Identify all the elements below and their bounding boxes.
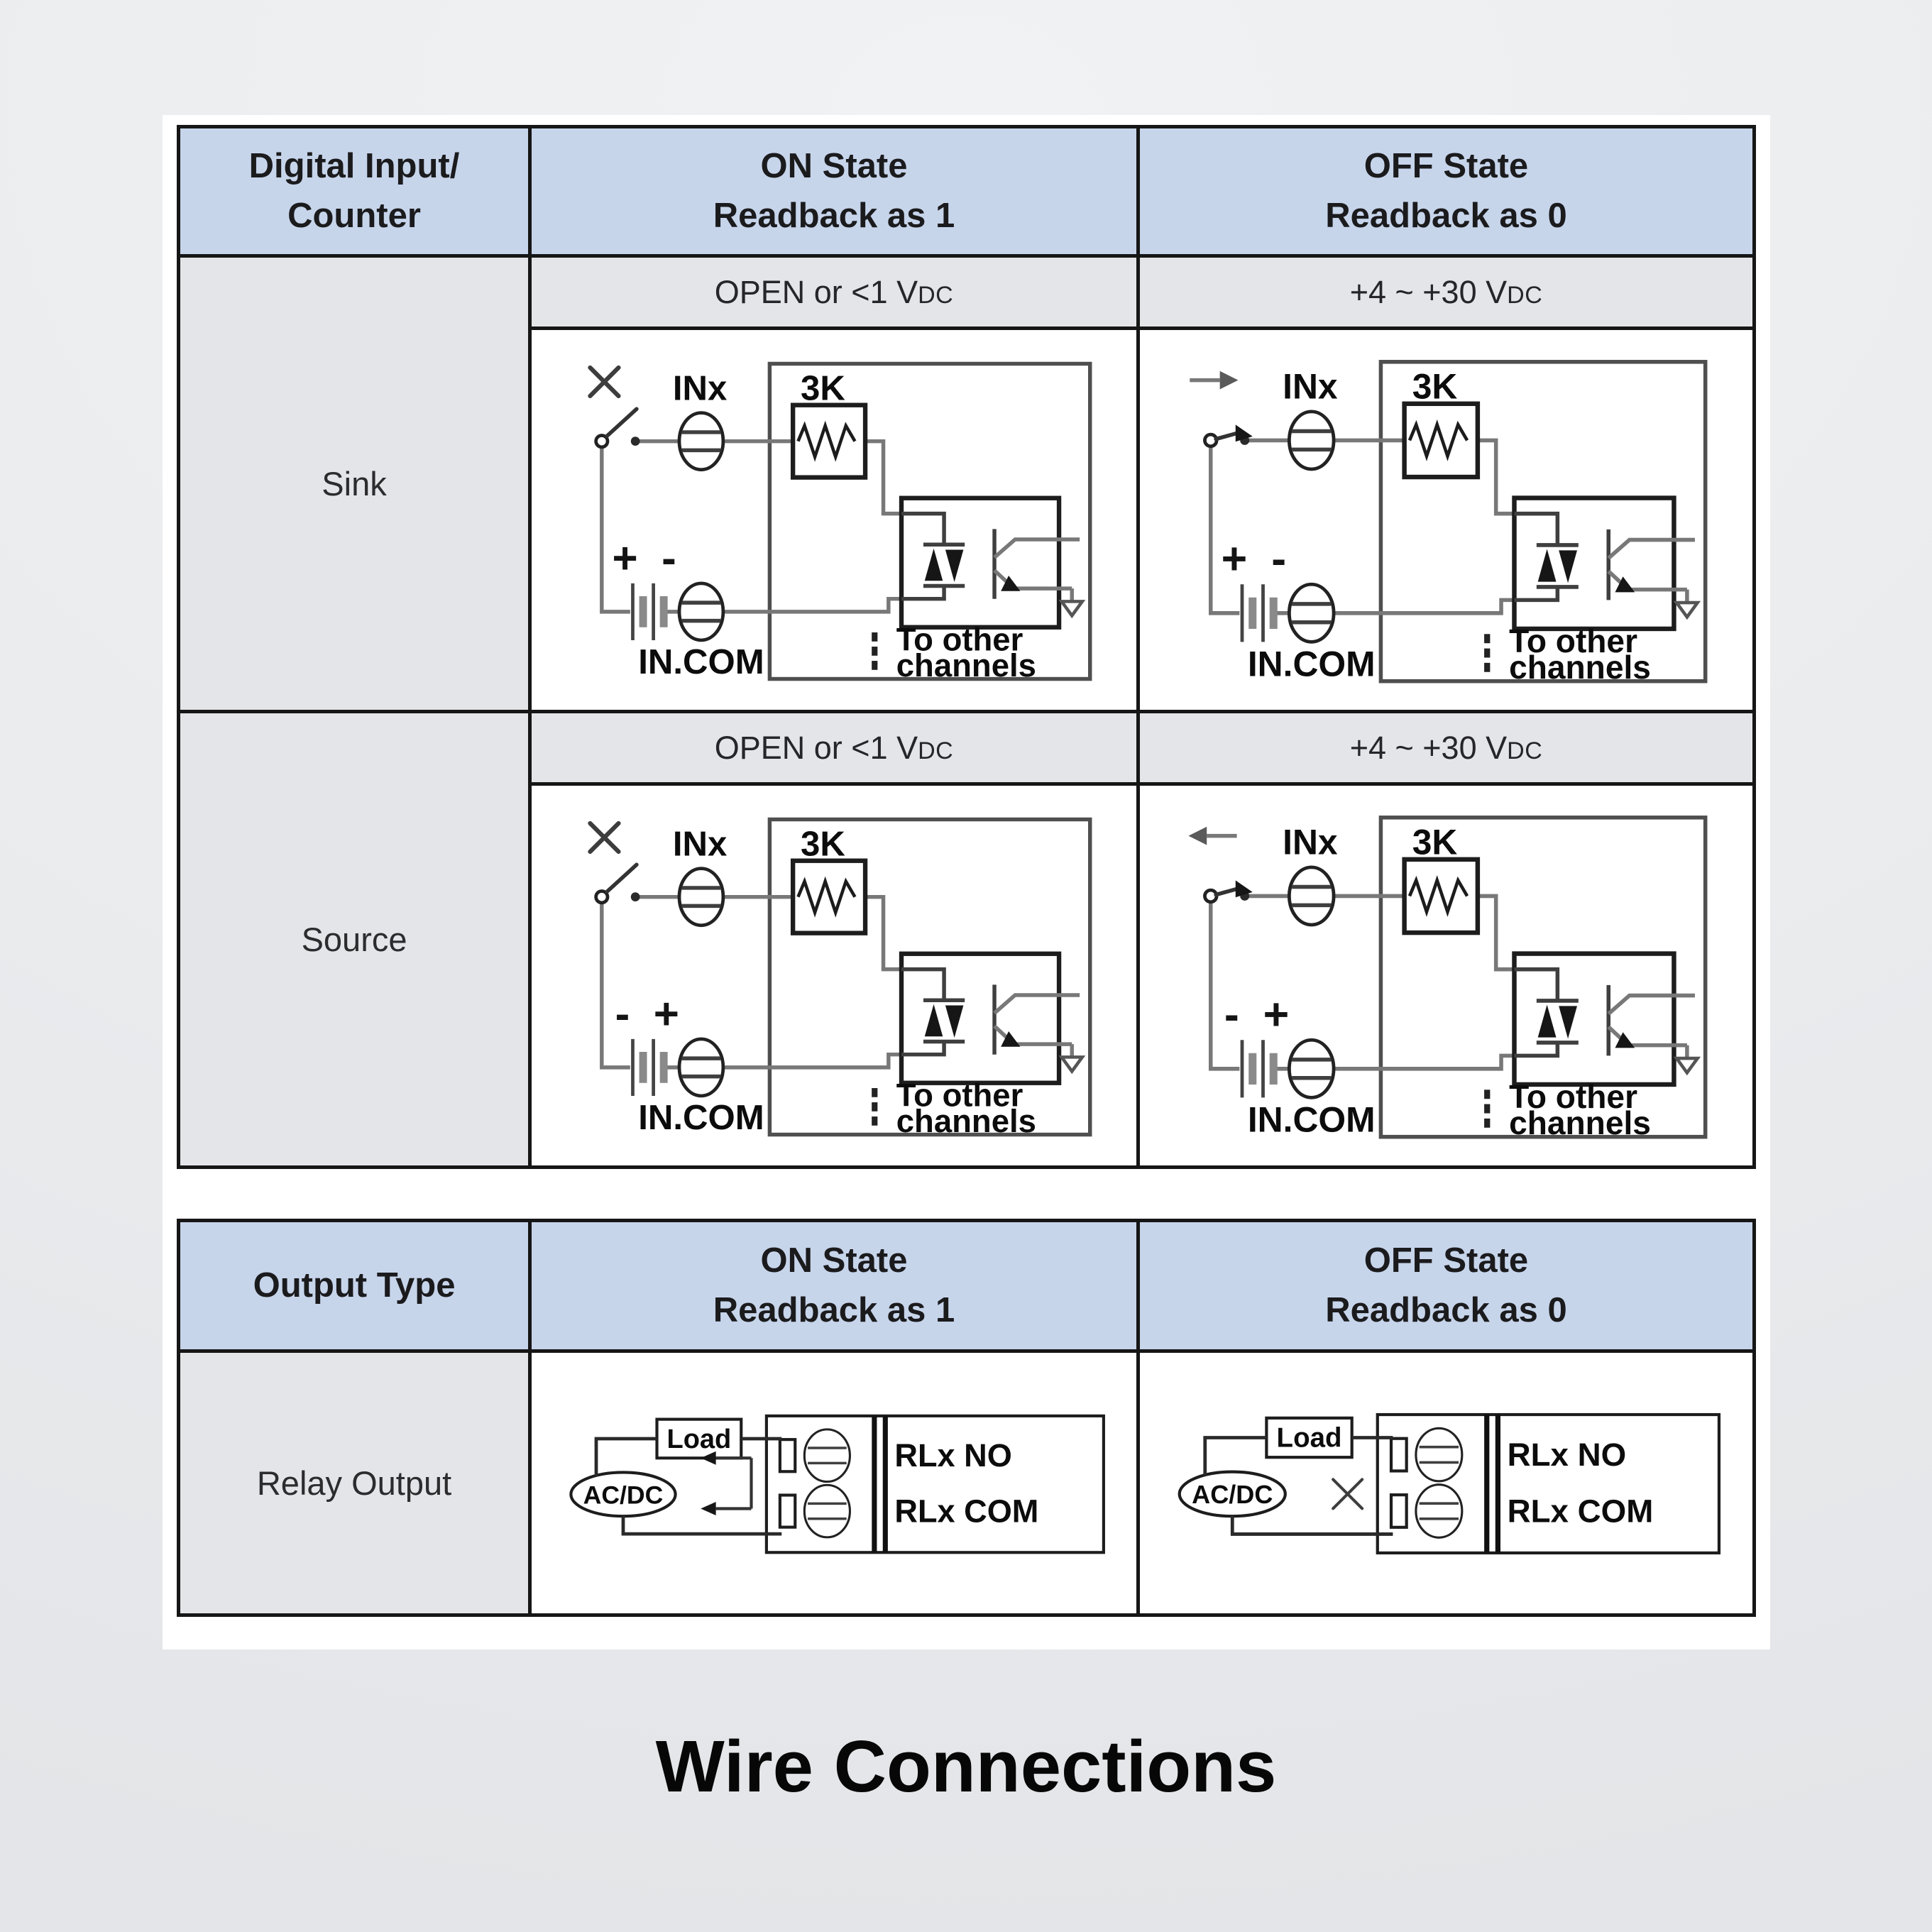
battery-minus-label: - <box>1224 989 1239 1039</box>
open-circuit-x-icon <box>587 820 621 854</box>
source-on-cell: - + <box>528 782 1140 1169</box>
switch-blade-closed <box>1214 879 1253 897</box>
relay-on-cell <box>528 1349 1140 1617</box>
relay-row-label: Relay Output <box>176 1349 532 1617</box>
switch-blade-open <box>604 407 639 438</box>
battery-plus-label: + <box>653 989 679 1038</box>
di-header-on-line1: ON State <box>760 146 908 185</box>
source-on-condition-main: OPEN or <1 V <box>714 729 918 766</box>
sink-on-condition: OPEN or <1 VDC <box>528 254 1140 330</box>
source-row-label: Source <box>176 710 532 1169</box>
digital-input-table: Digital Input/ Counter ON State Readback… <box>176 125 1757 1169</box>
sink-on-diagram: + - <box>587 346 1119 694</box>
page-title: Wire Connections <box>655 1725 1277 1807</box>
di-header-col1-line1: Digital Input/ <box>248 146 460 185</box>
sink-row-label: Sink <box>176 254 532 713</box>
output-header-col1: Output Type <box>176 1219 532 1353</box>
output-header-off-line1: OFF State <box>1363 1241 1529 1280</box>
di-header-off-line2: Readback as 0 <box>1325 196 1567 235</box>
relay-on-diagram <box>556 1407 1112 1559</box>
table-gap <box>177 1169 1756 1219</box>
sink-on-cell: + - <box>528 326 1140 713</box>
sink-on-condition-unit: DC <box>918 281 954 309</box>
sink-off-condition-main: +4 ~ +30 V <box>1349 273 1508 310</box>
battery-plus-label: + <box>612 534 637 583</box>
source-on-condition: OPEN or <1 VDC <box>528 710 1140 786</box>
di-header-off: OFF State Readback as 0 <box>1136 125 1757 258</box>
source-off-condition: +4 ~ +30 VDC <box>1136 710 1757 786</box>
relay-off-cell <box>1136 1349 1757 1617</box>
di-header-col1: Digital Input/ Counter <box>176 125 532 258</box>
di-header-on-line2: Readback as 1 <box>713 196 955 235</box>
output-header-off-line2: Readback as 0 <box>1325 1290 1567 1329</box>
switch-blade-closed <box>1214 424 1253 441</box>
current-flow-arrows-icon <box>701 1451 753 1515</box>
sink-on-condition-main: OPEN or <1 V <box>714 273 918 310</box>
source-off-condition-main: +4 ~ +30 V <box>1349 729 1508 766</box>
battery-plus-label: + <box>1221 534 1247 583</box>
di-header-col1-line2: Counter <box>287 196 421 235</box>
source-on-diagram: - + <box>587 801 1119 1150</box>
open-circuit-x-icon <box>587 365 621 398</box>
sink-off-diagram: + - <box>1190 344 1734 697</box>
source-off-cell: - + <box>1136 782 1757 1169</box>
source-off-condition-unit: DC <box>1507 737 1543 764</box>
output-header-on: ON State Readback as 1 <box>528 1219 1140 1353</box>
di-header-off-line1: OFF State <box>1363 146 1529 185</box>
output-type-table: Output Type ON State Readback as 1 OFF S… <box>176 1219 1757 1617</box>
current-arrow-left-icon <box>1188 826 1237 845</box>
relay-off-diagram <box>1164 1406 1728 1560</box>
source-off-diagram: - + <box>1188 799 1734 1153</box>
sink-off-condition: +4 ~ +30 VDC <box>1136 254 1757 330</box>
sink-off-condition-unit: DC <box>1507 281 1543 309</box>
no-current-x-icon <box>1332 1478 1364 1510</box>
switch-blade-open <box>604 862 639 894</box>
battery-minus-label: - <box>615 989 630 1038</box>
output-header-on-line2: Readback as 1 <box>713 1290 955 1329</box>
sink-off-cell: + - <box>1136 326 1757 713</box>
content-panel: Digital Input/ Counter ON State Readback… <box>163 115 1770 1650</box>
di-header-on: ON State Readback as 1 <box>528 125 1140 258</box>
current-arrow-right-icon <box>1190 371 1239 390</box>
output-header-on-line1: ON State <box>760 1241 908 1280</box>
battery-minus-label: - <box>1271 534 1286 583</box>
battery-plus-label: + <box>1263 989 1289 1039</box>
source-on-condition-unit: DC <box>918 737 954 764</box>
battery-minus-label: - <box>662 534 676 583</box>
output-header-off: OFF State Readback as 0 <box>1136 1219 1757 1353</box>
